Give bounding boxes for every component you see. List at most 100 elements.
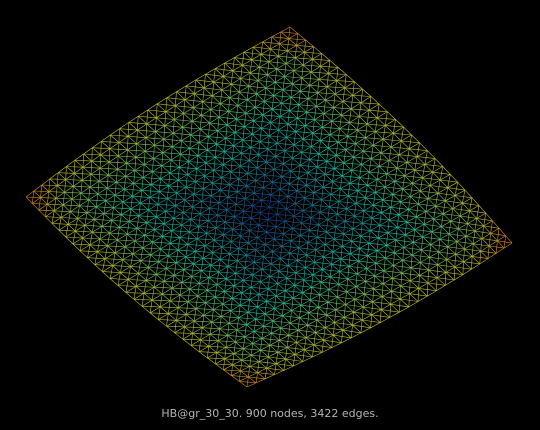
- mesh-edge: [411, 249, 422, 256]
- mesh-edge: [318, 307, 327, 316]
- mesh-edge: [185, 187, 195, 195]
- mesh-edge: [48, 185, 58, 192]
- mesh-edge: [395, 239, 405, 248]
- mesh-edge: [256, 93, 265, 102]
- mesh-edge: [284, 215, 295, 222]
- mesh-edge: [268, 55, 279, 62]
- mesh-edge: [405, 234, 423, 238]
- mesh-edge: [117, 285, 127, 293]
- mesh-edge: [275, 363, 285, 371]
- mesh-edge: [361, 314, 372, 321]
- mesh-edge: [179, 288, 190, 296]
- mesh-edge: [379, 225, 398, 228]
- mesh-edge: [212, 252, 230, 255]
- mesh-edge: [148, 261, 159, 268]
- mesh-edge: [317, 166, 335, 169]
- mesh-edge: [104, 258, 113, 266]
- mesh-edge: [140, 202, 149, 211]
- mesh-edge: [279, 340, 297, 343]
- mesh-edge: [296, 185, 307, 192]
- mesh-edge: [191, 115, 202, 122]
- mesh-edge: [422, 177, 441, 181]
- mesh-edge: [212, 182, 230, 185]
- mesh-edge: [77, 218, 86, 226]
- mesh-edge: [396, 227, 406, 236]
- mesh-edge: [248, 242, 266, 245]
- mesh-edge: [271, 258, 281, 265]
- mesh-edge: [332, 251, 351, 254]
- mesh-edge: [312, 58, 321, 67]
- mesh-edge: [260, 281, 269, 290]
- mesh-edge: [199, 351, 208, 359]
- mesh-edge: [156, 274, 165, 282]
- mesh-edge: [162, 293, 181, 296]
- mesh-edge: [360, 235, 379, 239]
- mesh-edge: [354, 210, 364, 217]
- mesh-edge: [171, 146, 181, 155]
- mesh-edge: [196, 168, 205, 177]
- mesh-edge: [349, 122, 368, 125]
- mesh-edge: [267, 148, 285, 151]
- mesh-edge: [367, 179, 378, 186]
- mesh-edge: [187, 301, 197, 309]
- mesh-edge: [121, 214, 139, 217]
- mesh-edge: [397, 227, 415, 230]
- mesh-edge: [378, 232, 388, 239]
- mesh-edge: [478, 205, 487, 214]
- mesh-edge: [155, 131, 165, 140]
- mesh-edge: [257, 306, 266, 315]
- mesh-edge: [255, 318, 273, 322]
- mesh-edge: [128, 273, 139, 280]
- mesh-edge: [439, 239, 449, 248]
- mesh-edge: [391, 291, 401, 300]
- mesh-edge: [271, 31, 282, 38]
- mesh-edge: [309, 79, 320, 86]
- mesh-edge: [167, 198, 176, 206]
- mesh-edge: [92, 226, 103, 233]
- mesh-edge: [125, 176, 144, 178]
- mesh-edge: [454, 266, 472, 270]
- mesh-edge: [393, 265, 412, 269]
- mesh-edge: [189, 283, 200, 290]
- mesh-edge: [199, 142, 217, 145]
- mesh-edge: [419, 275, 429, 284]
- mesh-edge: [187, 295, 198, 303]
- mesh-edge: [400, 201, 419, 205]
- mesh-edge: [238, 173, 249, 180]
- mesh-edge: [134, 170, 144, 178]
- mesh-edge: [212, 89, 222, 97]
- mesh-edge: [171, 282, 183, 289]
- mesh-edge: [381, 146, 392, 154]
- mesh-edge: [45, 216, 53, 224]
- mesh-edge: [331, 114, 342, 122]
- mesh-edge: [272, 176, 282, 183]
- mesh-edge: [208, 136, 226, 139]
- mesh-edge: [307, 242, 316, 250]
- mesh-edge: [360, 102, 370, 111]
- mesh-edge: [454, 261, 464, 268]
- mesh-edge: [430, 179, 441, 186]
- mesh-edge: [138, 267, 149, 274]
- mesh-edge: [224, 62, 234, 72]
- mesh-edge: [337, 296, 355, 300]
- mesh-edge: [375, 262, 385, 272]
- mesh-edge: [339, 266, 350, 272]
- mesh-edge: [257, 237, 275, 240]
- mesh-edge: [312, 53, 322, 60]
- mesh-edge: [348, 260, 359, 267]
- mesh-edge: [206, 232, 215, 241]
- mesh-edge: [149, 197, 168, 199]
- mesh-edge: [365, 281, 374, 290]
- mesh-edge: [393, 260, 403, 266]
- mesh-edge: [349, 116, 360, 123]
- mesh-edge: [250, 217, 260, 226]
- mesh-edge: [117, 168, 135, 171]
- mesh-edge: [266, 161, 275, 170]
- mesh-edge: [129, 221, 147, 223]
- mesh-edge: [348, 266, 367, 269]
- mesh-edge: [201, 270, 210, 278]
- mesh-edge: [185, 251, 196, 258]
- mesh-edge: [70, 211, 78, 219]
- mesh-edge: [224, 151, 233, 160]
- mesh-edge: [359, 242, 370, 249]
